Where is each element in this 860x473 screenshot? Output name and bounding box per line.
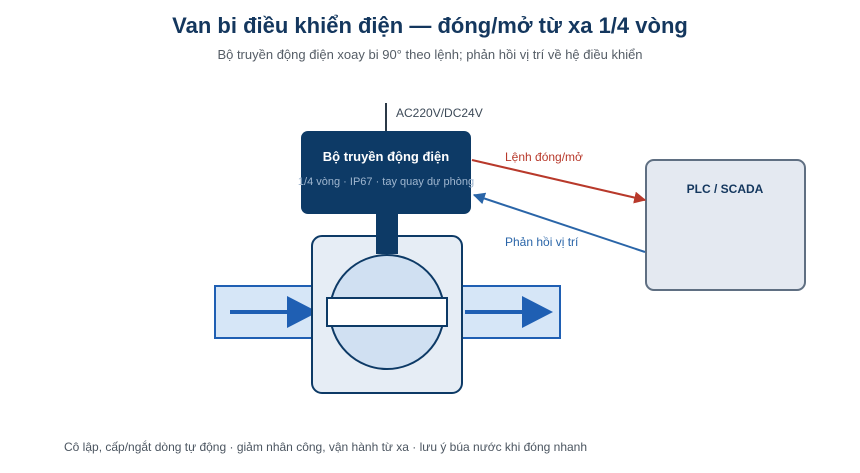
actuator-subtitle: 1/4 vòng · IP67 · tay quay dự phòng <box>298 176 474 188</box>
feedback-arrow <box>472 192 646 253</box>
diagram-subtitle: Bộ truyền động điện xoay bi 90° theo lện… <box>217 47 642 62</box>
power-label: AC220V/DC24V <box>396 106 483 120</box>
actuator-title: Bộ truyền động điện <box>323 149 449 164</box>
ball-bore <box>326 297 448 327</box>
plc-box <box>645 159 806 291</box>
footer-note: Cô lập, cấp/ngắt dòng tự động · giảm nhâ… <box>64 439 587 454</box>
diagram-title: Van bi điều khiển điện — đóng/mở từ xa 1… <box>172 13 688 38</box>
flow-arrow-right-head <box>522 296 553 328</box>
plc-label: PLC / SCADA <box>687 182 764 196</box>
valve-stem <box>376 212 398 254</box>
command-arrow <box>471 159 647 204</box>
flow-arrow-left-head <box>287 296 318 328</box>
feedback-label: Phản hồi vị trí <box>505 235 579 249</box>
command-label: Lệnh đóng/mở <box>505 150 583 164</box>
actuator-box <box>301 131 471 214</box>
